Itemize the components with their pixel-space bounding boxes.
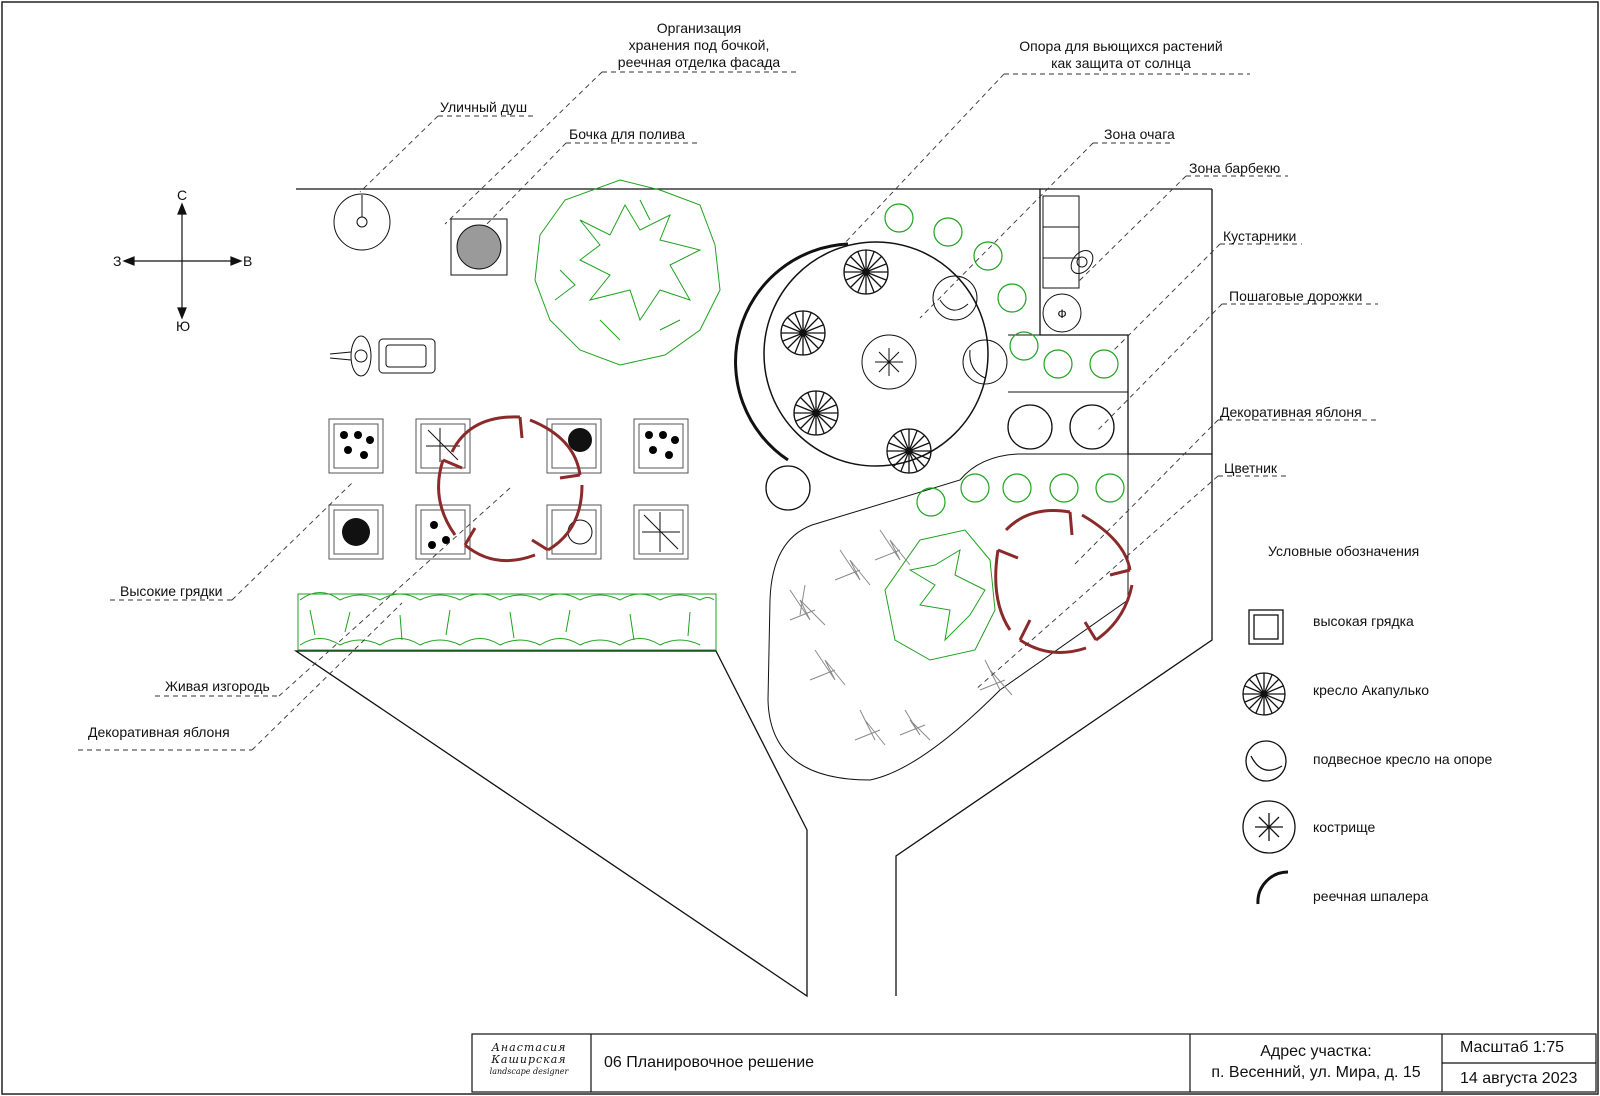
- compass-west: З: [113, 253, 122, 269]
- gardener-icon: [329, 335, 436, 377]
- legend-icons: [1242, 609, 1296, 905]
- raised-bed-icon: [633, 418, 689, 474]
- seating-area: [763, 241, 989, 467]
- shrubs: [884, 203, 1125, 517]
- address-label: Адрес участка:: [1260, 1043, 1372, 1060]
- acapulco-chair-icon: [843, 249, 889, 295]
- callout-trellis: Опора для вьющихся растений как защита о…: [1006, 38, 1236, 72]
- large-bush: [534, 179, 721, 366]
- person-bbq-icon: [1070, 249, 1094, 275]
- raised-bed-icon: [546, 418, 602, 474]
- hedge: [297, 592, 717, 651]
- designer-logo: Анастасия Каширская landscape designer: [484, 1042, 574, 1078]
- hanging-chair-icon: [1245, 740, 1287, 782]
- bbq-counter: [1042, 195, 1080, 289]
- callout-apple-right: Декоративная яблоня: [1220, 404, 1362, 420]
- raised-bed-icon: [328, 504, 384, 560]
- acapulco-chair-icon: [886, 428, 932, 474]
- perennials: [789, 529, 1013, 746]
- callout-storage-line2: хранения под бочкой,: [628, 37, 770, 53]
- legend-label-hanging-chair: подвесное кресло на опоре: [1313, 751, 1493, 767]
- callout-storage-line1: Организация: [656, 20, 742, 36]
- callout-raised-beds: Высокие грядки: [120, 583, 223, 599]
- callout-storage: Организация хранения под бочкой, реечная…: [604, 20, 794, 71]
- callout-fire-zone: Зона очага: [1104, 126, 1175, 142]
- compass-east: В: [243, 253, 253, 269]
- raised-beds: [328, 418, 689, 560]
- outdoor-shower-icon: [333, 193, 391, 251]
- acapulco-chair-icon: [1242, 672, 1286, 716]
- callout-shower: Уличный душ: [440, 99, 528, 115]
- address-value: п. Весенний, ул. Мира, д. 15: [1211, 1064, 1421, 1081]
- legend-label-raised-bed: высокая грядка: [1313, 613, 1414, 629]
- legend-label-firepit: кострище: [1313, 819, 1376, 835]
- scale-value: Масштаб 1:75: [1460, 1039, 1565, 1056]
- hanging-chair-icon: [932, 275, 978, 321]
- plot-boundary: [293, 188, 1213, 998]
- barrel-stand: [450, 218, 508, 276]
- logo-line2: Каширская: [491, 1053, 567, 1066]
- compass-south: Ю: [176, 318, 191, 334]
- callout-bbq-zone: Зона барбекю: [1189, 160, 1281, 176]
- leader-lines: [78, 71, 1378, 751]
- legend-label-trellis: реечная шпалера: [1313, 888, 1429, 904]
- legend-title: Условные обозначения: [1268, 543, 1420, 559]
- stepping-stones: [765, 404, 1115, 511]
- grill-icon: [1042, 293, 1082, 333]
- title-block-frame: [471, 1033, 1597, 1093]
- callout-barrel: Бочка для полива: [569, 126, 685, 142]
- raised-bed-icon: [415, 504, 471, 560]
- decorative-apple-tree-right: [994, 508, 1134, 654]
- callout-apple-left: Декоративная яблоня: [88, 724, 230, 740]
- date-value: 14 августа 2023: [1460, 1070, 1578, 1087]
- water-barrel-icon: [456, 224, 502, 270]
- hanging-chair-icon: [962, 339, 1008, 385]
- firepit-icon: [861, 334, 917, 390]
- slatted-trellis-icon: [1256, 870, 1289, 905]
- callout-stepping-paths: Пошаговые дорожки: [1229, 288, 1363, 304]
- acapulco-chair-icon: [793, 390, 839, 436]
- sheet-title: 06 Планировочное решение: [604, 1054, 815, 1071]
- raised-bed-icon: [328, 418, 384, 474]
- legend-label-acapulco-chair: кресло Акапулько: [1313, 682, 1430, 698]
- raised-bed-icon: [546, 504, 602, 560]
- logo-line3: landscape designer: [489, 1067, 569, 1076]
- raised-bed-icon: [633, 504, 689, 560]
- raised-bed-icon: [1248, 609, 1284, 645]
- callout-flowerbed: Цветник: [1224, 460, 1278, 476]
- svg-text:Ф: Ф: [1057, 307, 1066, 321]
- compass-rose: [122, 202, 243, 320]
- compass-north: С: [177, 187, 188, 203]
- acapulco-chairs: [780, 249, 932, 474]
- firepit-icon: [1242, 800, 1296, 854]
- callout-trellis-line1: Опора для вьющихся растений: [1019, 38, 1223, 54]
- acapulco-chair-icon: [780, 310, 826, 356]
- flowerbed-area: [767, 453, 1129, 781]
- bush-flowerbed: [884, 529, 996, 661]
- decorative-apple-tree-left: [437, 415, 584, 563]
- slatted-trellis: [734, 242, 849, 462]
- callout-storage-line3: реечная отделка фасада: [617, 54, 781, 70]
- callout-hedge: Живая изгородь: [165, 678, 270, 694]
- callout-shrubs: Кустарники: [1223, 228, 1297, 244]
- logo-line1: Анастасия: [491, 1041, 567, 1054]
- callout-trellis-line2: как защита от солнца: [1051, 55, 1191, 71]
